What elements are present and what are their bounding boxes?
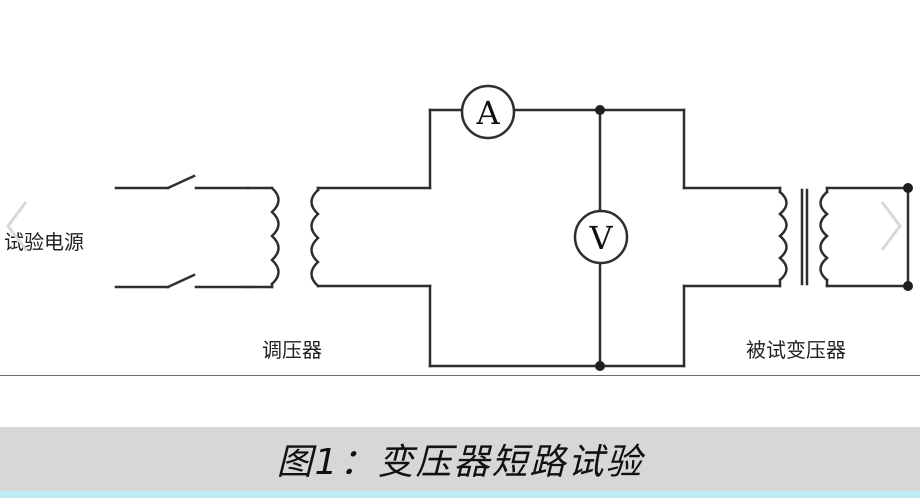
divider-line [0, 375, 920, 376]
chevron-left-icon [6, 201, 28, 251]
circuit-svg: A V [114, 84, 913, 371]
label-transformer-under-test: 被试变压器 [746, 338, 846, 362]
label-voltage-regulator: 调压器 [262, 338, 322, 362]
test-transformer-primary-coil [778, 186, 788, 288]
ammeter: A [460, 84, 516, 140]
junction-dot-bottom [595, 361, 605, 371]
voltmeter-symbol: V [588, 219, 613, 257]
ammeter-symbol: A [475, 94, 500, 132]
chevron-right-icon [880, 201, 902, 251]
bottom-accent-strip [0, 491, 920, 498]
prev-slide-button[interactable] [4, 198, 30, 254]
switch-top [114, 174, 250, 190]
transformer-core [800, 188, 809, 286]
caption-bar: 图1：变压器短路试验 [0, 427, 920, 491]
figure-caption: 图1：变压器短路试验 [276, 442, 644, 483]
regulator-primary-coil [246, 186, 280, 289]
test-transformer-secondary-coil [819, 186, 910, 288]
next-slide-button[interactable] [878, 198, 904, 254]
regulator-secondary-coil [310, 186, 432, 288]
terminal-dot-bottom [903, 281, 913, 291]
voltmeter: V [573, 209, 629, 265]
terminal-dot-top [903, 183, 913, 193]
label-test-power-source: 试验电源 [4, 230, 84, 254]
switch-bottom [114, 273, 250, 289]
circuit-diagram: A V 试验电源 调压器 被试变压器 [4, 84, 913, 371]
junction-dot-top [595, 105, 605, 115]
